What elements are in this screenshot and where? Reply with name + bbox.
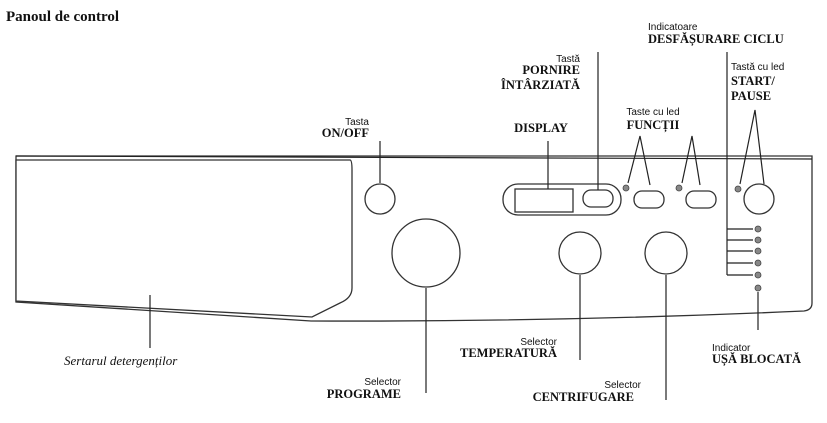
programs-label-small: Selector xyxy=(364,377,401,388)
start-pause-label-1: START/ xyxy=(731,74,775,88)
door-lock-led xyxy=(754,284,762,292)
display-screen xyxy=(514,188,574,213)
function-button-2 xyxy=(685,190,717,209)
on-off-label: ON/OFF xyxy=(322,126,370,140)
cycle-label: DESFĂȘURARE CICLU xyxy=(648,32,784,47)
display-label: DISPLAY xyxy=(514,121,568,135)
programs-label: PROGRAME xyxy=(327,387,401,401)
cycle-label-small: Indicatoare xyxy=(648,22,698,33)
cycle-led-2 xyxy=(754,236,762,244)
temperature-label-small: Selector xyxy=(520,337,557,348)
start-pause-leader xyxy=(739,109,765,185)
functions-label-small: Taste cu led xyxy=(626,107,679,118)
page-title: Panoul de control xyxy=(6,9,119,25)
programs-selector-knob xyxy=(391,218,461,288)
cycle-led-3 xyxy=(754,247,762,255)
start-pause-label-small: Tastă cu led xyxy=(731,62,784,73)
spin-selector-knob xyxy=(644,231,688,275)
delay-start-button xyxy=(582,189,614,208)
cycle-led-1 xyxy=(754,225,762,233)
cycle-led-4 xyxy=(754,259,762,267)
functions-leader-left xyxy=(627,135,651,186)
function-led-1 xyxy=(622,184,630,192)
functions-label: FUNCȚII xyxy=(627,118,680,133)
temperature-selector-knob xyxy=(558,231,602,275)
door-lock-label-small: Indicator xyxy=(712,343,751,354)
start-led xyxy=(734,185,742,193)
temperature-label: TEMPERATURĂ xyxy=(460,346,557,360)
start-pause-button xyxy=(743,183,775,215)
spin-label: CENTRIFUGARE xyxy=(533,390,634,404)
function-button-1 xyxy=(633,190,665,209)
cycle-led-5 xyxy=(754,271,762,279)
detergent-drawer xyxy=(15,159,353,318)
on-off-label-small: Tasta xyxy=(345,117,369,128)
functions-leader-right xyxy=(681,135,701,186)
drawer-label: Sertarul detergenților xyxy=(64,353,178,368)
delay-start-label-1: PORNIRE xyxy=(522,63,580,77)
on-off-button xyxy=(364,183,396,215)
panel-top-edge xyxy=(15,155,813,160)
cycle-progress-leds xyxy=(727,225,762,279)
start-pause-label-2: PAUSE xyxy=(731,89,771,103)
delay-start-label-2: ÎNTÂRZIATĂ xyxy=(501,78,580,92)
door-lock-label: UȘĂ BLOCATĂ xyxy=(712,352,801,367)
function-led-2 xyxy=(675,184,683,192)
delay-start-label-small: Tastă xyxy=(556,54,580,65)
spin-label-small: Selector xyxy=(604,380,641,391)
